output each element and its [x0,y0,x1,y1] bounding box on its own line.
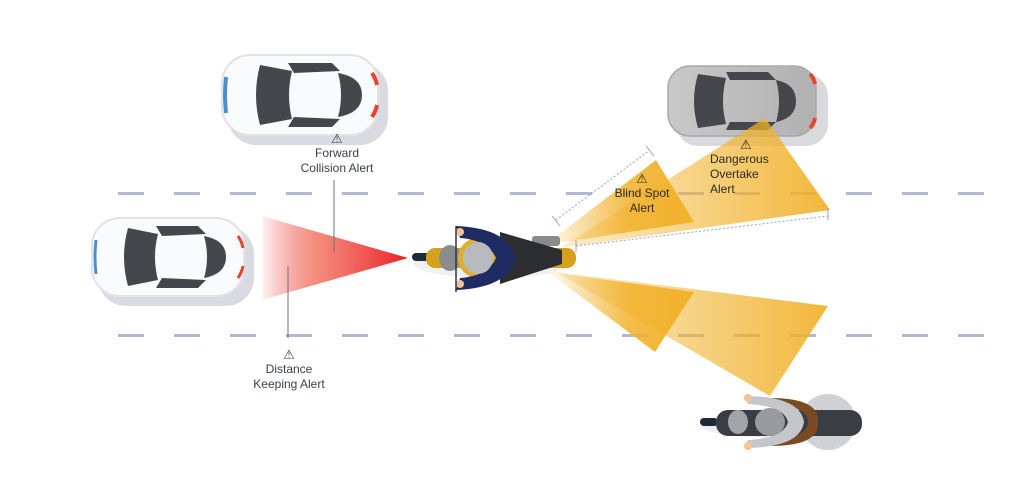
rider-ego [412,226,576,292]
lane-dash [342,334,368,337]
lane-dash [846,192,872,195]
lane-dash [286,192,312,195]
lane-dash [174,192,200,195]
car-overtaking [667,65,828,146]
dangerous-overtake-zone [560,118,830,248]
lane-dash [174,334,200,337]
lane-dash [454,334,480,337]
lane-dash [398,192,424,195]
blind-spot-range-marker [551,145,655,227]
lane-dash [902,334,928,337]
lane-dash [510,192,536,195]
lane-dash [398,334,424,337]
lane-dash [118,334,144,337]
lane-marking-top [118,192,984,195]
lane-dash [902,192,928,195]
warning-triangle-icon: ⚠ [636,171,648,186]
dangerous-overtake-alert-label: ⚠ Dangerous Overtake Alert [710,138,790,197]
lane-dash [566,192,592,195]
lane-dash [286,334,312,337]
warning-triangle-icon: ⚠ [740,137,752,152]
lane-dash [342,192,368,195]
distance-keeping-alert-label: ⚠ Distance Keeping Alert [234,348,344,392]
rear-overtake-zone [556,272,828,396]
lane-dash [230,192,256,195]
blind-spot-alert-label: ⚠ Blind Spot Alert [602,172,682,216]
forward-collision-zone [262,216,408,300]
overtake-range-marker [575,208,829,252]
lane-dash [566,334,592,337]
rider-behind [700,394,862,450]
lane-dash [958,192,984,195]
warning-triangle-icon: ⚠ [331,131,343,146]
lane-dash [118,192,144,195]
car-front-left [91,217,254,306]
car-front-top [221,54,388,145]
lane-dash [230,334,256,337]
lane-dash [846,334,872,337]
forward-collision-alert-label: ⚠ Forward Collision Alert [282,132,392,176]
warning-triangle-icon: ⚠ [283,347,295,362]
lane-dash [510,334,536,337]
lane-marking-bottom [118,334,984,337]
lane-dash [958,334,984,337]
lane-dash [454,192,480,195]
